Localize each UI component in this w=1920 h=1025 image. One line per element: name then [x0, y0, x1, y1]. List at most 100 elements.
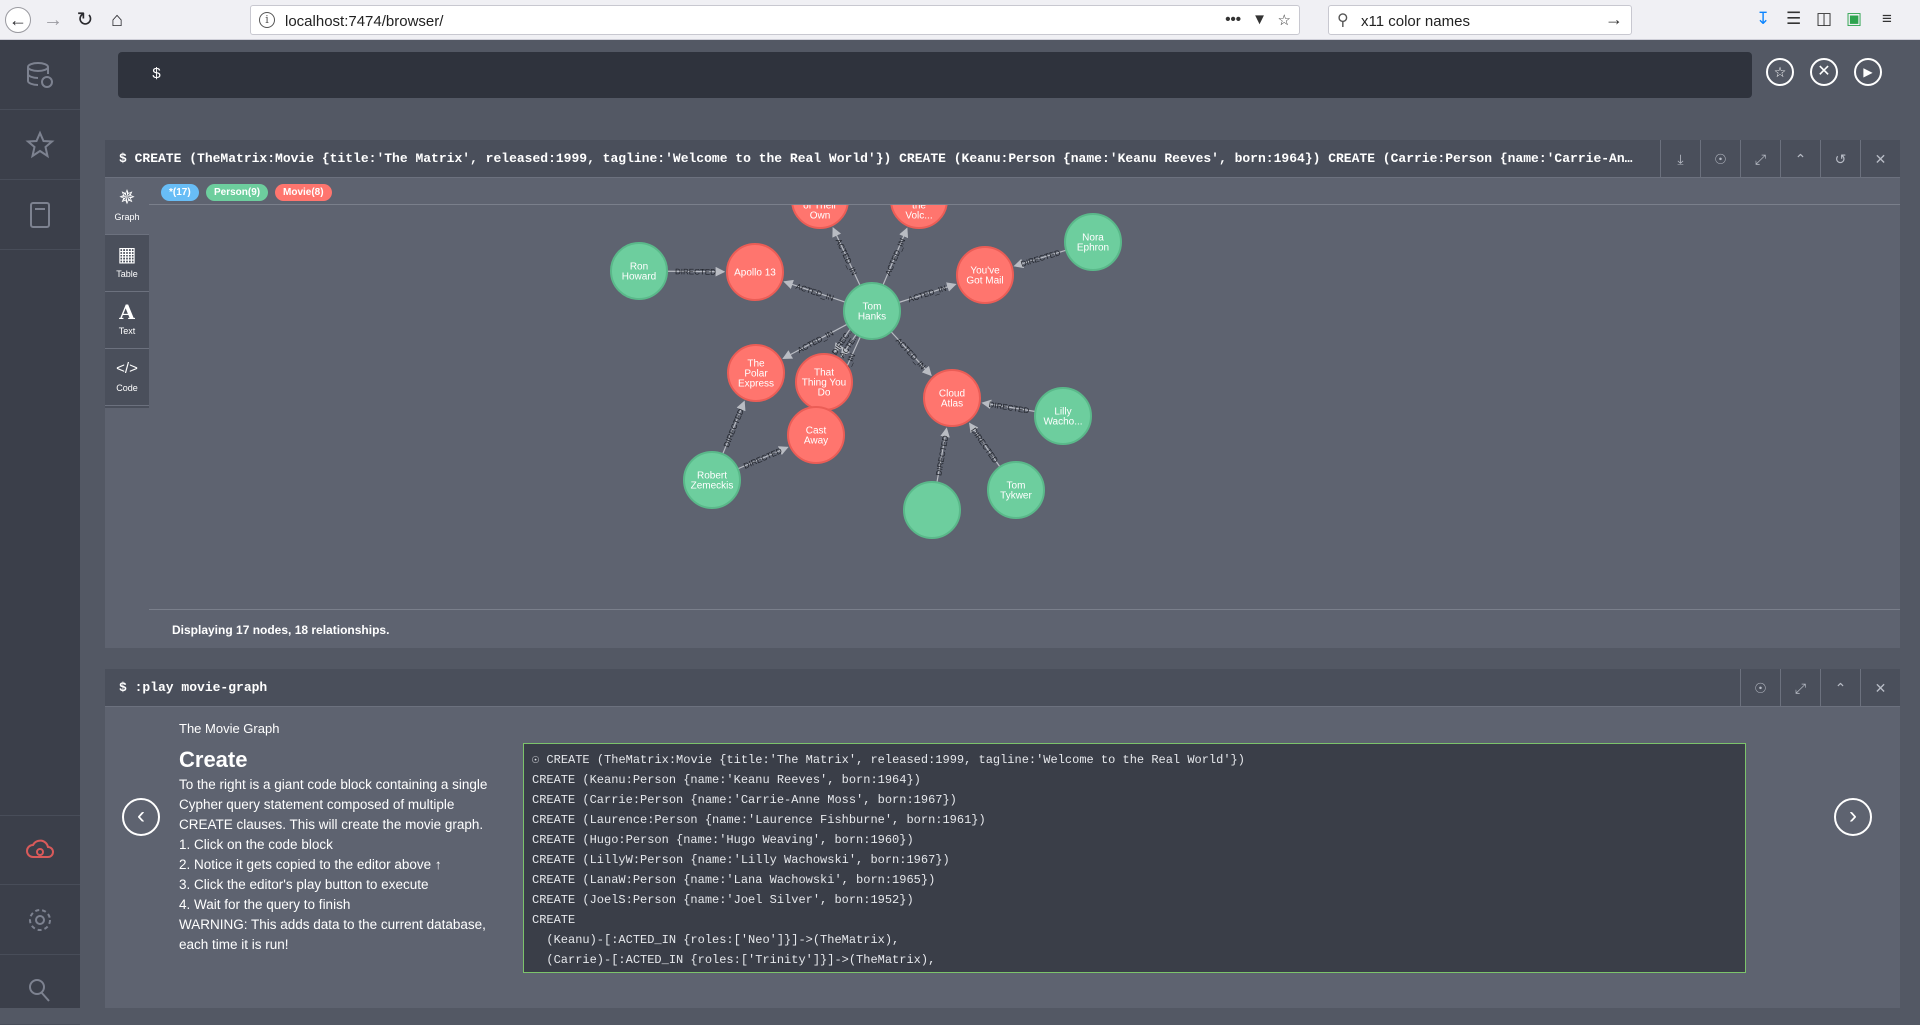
graph-view-icon: ✵ — [105, 186, 149, 210]
search-input[interactable]: x11 color names — [1361, 13, 1470, 30]
close-icon[interactable]: ✕ — [1860, 669, 1900, 707]
code-line: CREATE (Keanu:Person {name:'Keanu Reeves… — [532, 770, 1737, 790]
favorite-star-icon[interactable]: ☆ — [1766, 58, 1794, 86]
sidebar-toggle-icon[interactable]: ◫ — [1816, 9, 1832, 29]
search-go-icon[interactable]: → — [1605, 9, 1623, 30]
fullscreen-icon[interactable]: ⤢ — [1780, 669, 1820, 707]
about-neo4j-icon[interactable] — [0, 955, 80, 1025]
graph-node-lilly[interactable]: LillyWacho... — [1035, 388, 1091, 444]
frame-query-title[interactable]: $ :play movie-graph — [119, 680, 1639, 695]
view-label: Graph — [105, 212, 149, 222]
close-icon[interactable]: ✕ — [1860, 140, 1900, 178]
back-icon[interactable]: ← — [5, 7, 31, 33]
view-label: Text — [105, 326, 149, 336]
main-content: $ ☆ ✕ ▶ $ CREATE (TheMatrix:Movie {title… — [80, 40, 1920, 1008]
site-info-icon[interactable]: i — [259, 12, 275, 28]
code-line: ☉ CREATE (TheMatrix:Movie {title:'The Ma… — [532, 750, 1737, 770]
download-icon[interactable]: ⤓ — [1660, 140, 1700, 178]
page-actions-icon[interactable]: ••• — [1225, 11, 1241, 28]
node-label: Do — [818, 388, 831, 399]
node-label: Tykwer — [1000, 491, 1032, 502]
pin-icon[interactable]: ☉ — [1700, 140, 1740, 178]
graph-node-lana[interactable] — [904, 482, 960, 538]
clear-editor-icon[interactable]: ✕ — [1810, 58, 1838, 86]
favorites-icon[interactable] — [0, 110, 80, 180]
legend-person[interactable]: Person(9) — [206, 184, 268, 201]
pin-icon[interactable]: ☉ — [1740, 669, 1780, 707]
code-line: (Keanu)-[:ACTED_IN {roles:['Neo']}]->(Th… — [532, 930, 1737, 950]
fullscreen-icon[interactable]: ⤢ — [1740, 140, 1780, 178]
collapse-icon[interactable]: ⌃ — [1780, 140, 1820, 178]
frame-query-title[interactable]: $ CREATE (TheMatrix:Movie {title:'The Ma… — [119, 151, 1639, 166]
graph-node-joe[interactable]: JoeVersustheVolc... — [891, 205, 947, 228]
library-icon[interactable]: ☰ — [1786, 9, 1801, 29]
editor-prompt: $ — [152, 66, 161, 83]
legend-movie[interactable]: Movie(8) — [275, 184, 332, 201]
view-table-tab[interactable]: ▦ Table — [105, 235, 149, 292]
legend-all-nodes[interactable]: *(17) — [161, 184, 199, 201]
relationship-label: ACTED_IN — [795, 282, 836, 303]
documents-icon[interactable] — [0, 180, 80, 250]
relationship-label: ACTED_IN — [907, 284, 948, 305]
cloud-sync-icon[interactable] — [0, 815, 80, 885]
view-text-tab[interactable]: A Text — [105, 292, 149, 349]
home-icon[interactable]: ⌂ — [104, 7, 130, 33]
relationship-label: DIRECTED — [988, 400, 1030, 415]
code-line: CREATE (Carrie:Person {name:'Carrie-Anne… — [532, 790, 1737, 810]
graph-status-text: Displaying 17 nodes, 18 relationships. — [172, 623, 389, 637]
guide-intro-text: To the right is a giant code block conta… — [179, 775, 499, 835]
node-label: Got Mail — [966, 276, 1003, 287]
relationship-label: ACTED_IN — [894, 336, 928, 371]
runnable-code-block[interactable]: ☉ CREATE (TheMatrix:Movie {title:'The Ma… — [523, 743, 1746, 973]
address-bar[interactable]: i localhost:7474/browser/ ••• ▼ ☆ — [250, 5, 1300, 35]
database-icon[interactable] — [0, 40, 80, 110]
next-slide-button[interactable]: › — [1834, 798, 1872, 836]
guide-steps: 1. Click on the code block 2. Notice it … — [179, 835, 509, 955]
guide-subtitle: The Movie Graph — [179, 721, 279, 736]
result-frame: $ CREATE (TheMatrix:Movie {title:'The Ma… — [105, 140, 1900, 648]
guide-step: 2. Notice it gets copied to the editor a… — [179, 855, 509, 875]
run-play-icon[interactable]: ▶ — [1854, 58, 1882, 86]
view-switcher: ✵ Graph ▦ Table A Text </> Code — [105, 178, 149, 408]
graph-node-apollo[interactable]: Apollo 13 — [727, 244, 783, 300]
url-text[interactable]: localhost:7474/browser/ — [285, 13, 443, 30]
code-line: CREATE — [532, 910, 1737, 930]
guide-step: 3. Click the editor's play button to exe… — [179, 875, 509, 895]
graph-canvas[interactable]: *(17) Person(9) Movie(8) ACTED_IN ACTED_I… — [149, 178, 1900, 610]
node-label: Away — [804, 436, 828, 447]
code-line: CREATE (Laurence:Person {name:'Laurence … — [532, 810, 1737, 830]
view-graph-tab[interactable]: ✵ Graph — [105, 178, 149, 235]
node-label: Wacho... — [1043, 417, 1082, 428]
menu-icon[interactable]: ≡ — [1882, 9, 1892, 29]
guide-warning: WARNING: This adds data to the current d… — [179, 915, 509, 955]
downloads-icon[interactable]: ↧ — [1756, 9, 1770, 29]
forward-icon[interactable]: → — [40, 7, 66, 33]
extension-icon[interactable]: ▣ — [1846, 9, 1862, 29]
rerun-icon[interactable]: ↺ — [1820, 140, 1860, 178]
cypher-editor[interactable]: $ — [118, 52, 1752, 98]
previous-slide-button[interactable]: ‹ — [122, 798, 160, 836]
pocket-icon[interactable]: ▼ — [1252, 11, 1267, 28]
collapse-icon[interactable]: ⌃ — [1820, 669, 1860, 707]
bookmark-star-icon[interactable]: ☆ — [1278, 11, 1291, 29]
view-code-tab[interactable]: </> Code — [105, 349, 149, 406]
settings-gear-icon[interactable] — [0, 885, 80, 955]
search-bar[interactable]: ⚲ x11 color names → — [1328, 5, 1632, 35]
relationship-label: DIRECTED — [1020, 248, 1062, 269]
reload-icon[interactable]: ↻ — [72, 7, 98, 33]
relationship-label: ACTED_IN — [884, 237, 908, 277]
guide-step: 1. Click on the code block — [179, 835, 509, 855]
code-view-icon: </> — [105, 357, 149, 381]
